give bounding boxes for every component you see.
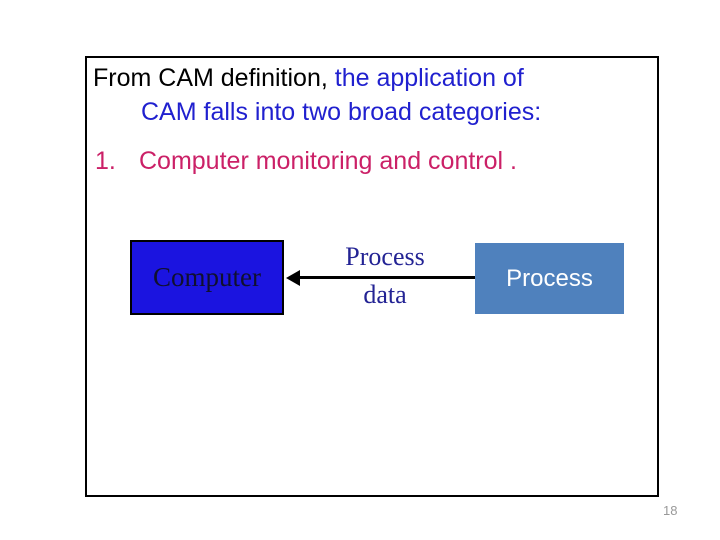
- arrow-label-data: data: [363, 280, 407, 309]
- heading-line-2: CAM falls into two broad categories:: [141, 98, 542, 126]
- heading-blue-part: the application of: [327, 64, 524, 92]
- computer-box-label: Computer: [153, 262, 261, 292]
- list-text: Computer monitoring and control .: [139, 147, 517, 175]
- process-box-label: Process: [506, 264, 593, 292]
- list-number: 1.: [95, 147, 116, 175]
- heading-black-part: From CAM definition,: [93, 64, 328, 92]
- arrow-head-icon: [286, 270, 300, 286]
- list-item-1: 1. Computer monitoring and control .: [95, 146, 517, 177]
- page-number: 18: [663, 503, 678, 518]
- arrow-line: [299, 276, 475, 279]
- arrow-label-process: Process: [345, 242, 425, 271]
- computer-box: Computer: [130, 240, 284, 315]
- process-box: Process: [475, 243, 624, 314]
- heading-line-1: From CAM definition, the application of: [93, 63, 524, 94]
